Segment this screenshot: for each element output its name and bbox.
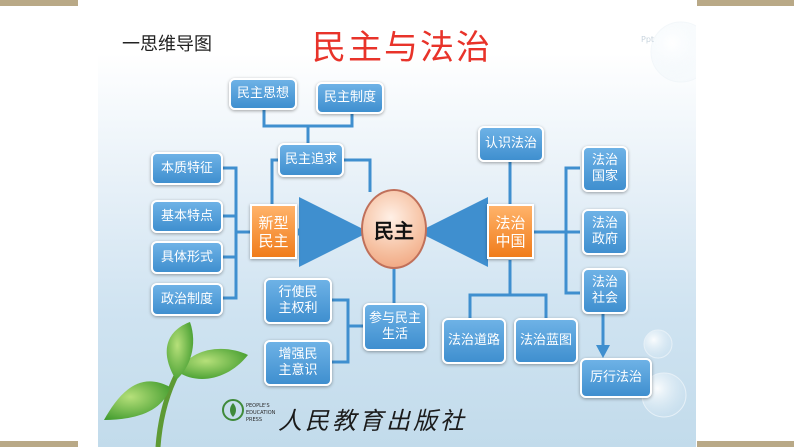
node-democratic-thought: 民主思想 bbox=[229, 78, 297, 110]
node-democratic-system: 民主制度 bbox=[316, 82, 384, 114]
node-understand-rule-of-law: 认识法治 bbox=[478, 126, 544, 162]
node-democratic-pursuit: 民主追求 bbox=[278, 143, 344, 177]
node-basic-features: 基本特点 bbox=[151, 200, 223, 233]
hub-new-democracy: 新型 民主 bbox=[250, 204, 297, 259]
node-practice-rule-of-law: 厉行法治 bbox=[580, 358, 652, 398]
section-label: 一思维导图 bbox=[122, 34, 212, 55]
node-political-system: 政治制度 bbox=[151, 283, 223, 316]
node-law-society: 法治 社会 bbox=[582, 268, 628, 314]
node-rule-road: 法治道路 bbox=[442, 318, 506, 364]
node-essential-features: 本质特征 bbox=[151, 152, 223, 185]
publisher-logo-icon bbox=[222, 399, 244, 421]
top-accent-right bbox=[697, 0, 794, 6]
hub-rule-of-law-china: 法治 中国 bbox=[487, 204, 534, 259]
bottom-accent-right bbox=[697, 441, 794, 447]
top-accent-left bbox=[0, 0, 78, 6]
publisher-name-cn: 人民教育出版社 bbox=[278, 407, 467, 435]
center-democracy: 民主 bbox=[361, 189, 427, 269]
node-law-government: 法治 政府 bbox=[582, 209, 628, 255]
node-specific-forms: 具体形式 bbox=[151, 241, 223, 274]
plant-decoration bbox=[104, 21, 696, 447]
node-strengthen-awareness: 增强民 主意识 bbox=[264, 340, 332, 386]
watermark: Ppt bbox=[641, 35, 655, 44]
node-rule-blueprint: 法治蓝图 bbox=[514, 318, 578, 364]
node-participate-life: 参与民主 生活 bbox=[363, 303, 427, 351]
page-title: 民主与法治 bbox=[312, 28, 492, 68]
node-exercise-rights: 行使民 主权利 bbox=[264, 278, 332, 324]
publisher-name-en: PEOPLE'S EDUCATION PRESS bbox=[246, 403, 276, 423]
node-law-state: 法治 国家 bbox=[582, 146, 628, 192]
bottom-accent-left bbox=[0, 441, 78, 447]
